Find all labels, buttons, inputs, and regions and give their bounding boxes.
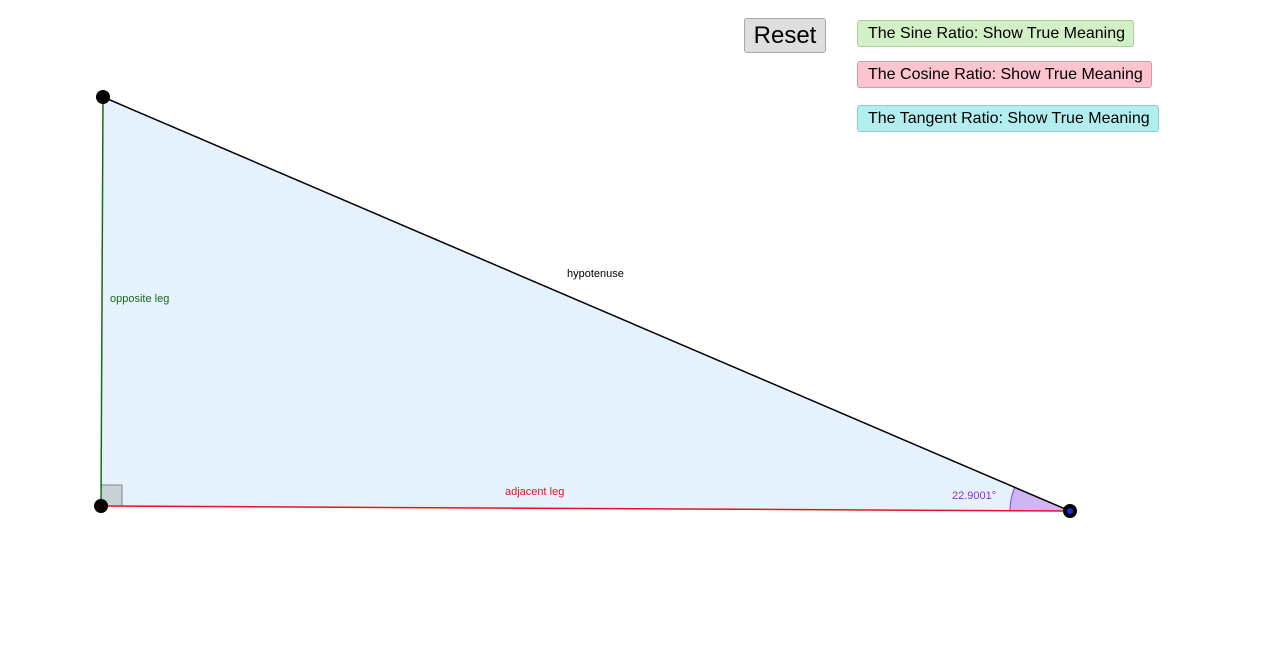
angle-measure-label: 22.9001° bbox=[952, 490, 997, 502]
adjacent-leg-segment[interactable] bbox=[100, 505, 1071, 512]
cosine-ratio-button[interactable]: The Cosine Ratio: Show True Meaning bbox=[857, 61, 1152, 88]
vertex-angle-center bbox=[1067, 508, 1073, 514]
vertex-right-angle[interactable] bbox=[94, 499, 108, 513]
adjacent-leg-label: adjacent leg bbox=[505, 486, 565, 498]
tangent-ratio-button[interactable]: The Tangent Ratio: Show True Meaning bbox=[857, 105, 1159, 132]
hypotenuse-label: hypotenuse bbox=[567, 268, 624, 280]
opposite-leg-label: opposite leg bbox=[110, 293, 170, 305]
hypotenuse-segment[interactable] bbox=[102, 96, 1071, 512]
reset-button[interactable]: Reset bbox=[744, 18, 826, 53]
opposite-leg-segment[interactable] bbox=[100, 96, 104, 507]
vertex-top[interactable] bbox=[96, 90, 110, 104]
sine-ratio-button[interactable]: The Sine Ratio: Show True Meaning bbox=[857, 20, 1134, 47]
